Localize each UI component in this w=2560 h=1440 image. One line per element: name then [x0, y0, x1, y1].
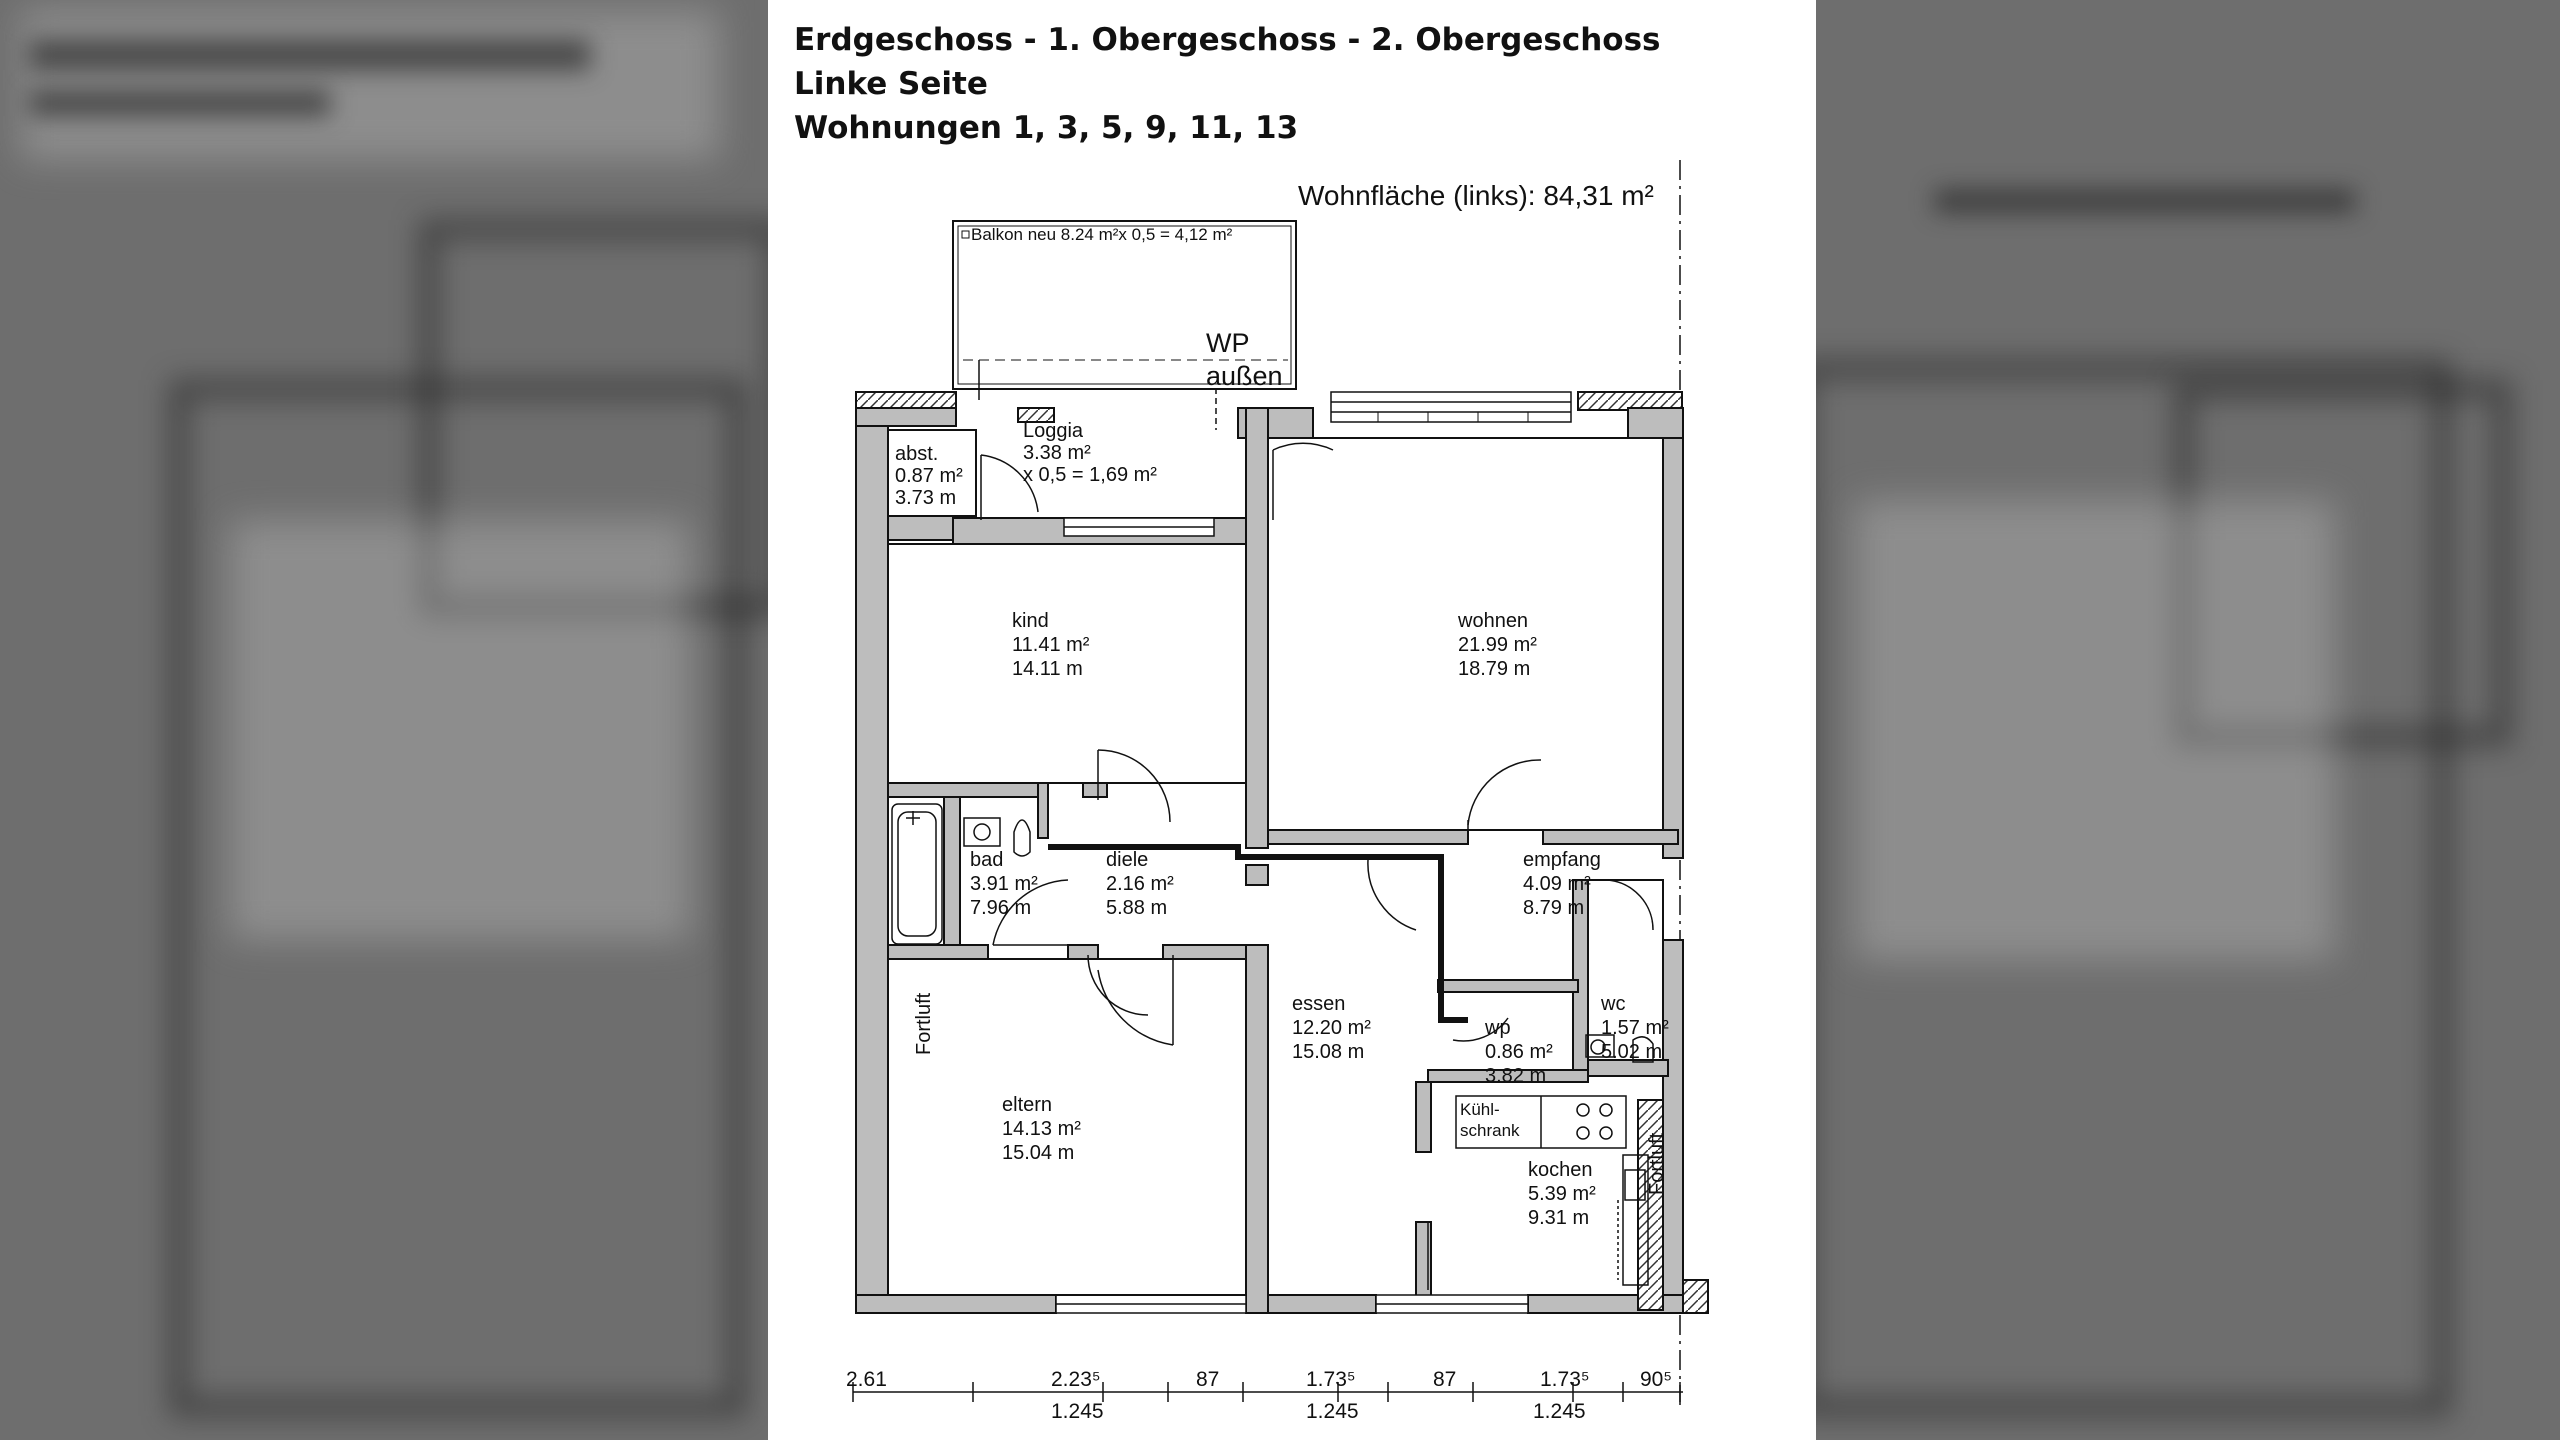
wp-perimeter: 3.82 m [1485, 1065, 1546, 1087]
fridge-label-1: Kühl- [1460, 1100, 1500, 1119]
plan-heading: Erdgeschoss - 1. Obergeschoss - 2. Oberg… [794, 18, 1661, 150]
eltern-name: eltern [1002, 1094, 1052, 1116]
abst-area: 0.87 m² [895, 465, 963, 487]
dimension-line [852, 1382, 1683, 1402]
wohnen-perimeter: 18.79 m [1458, 658, 1530, 680]
dim-bottom-1: 1.245 [1051, 1400, 1104, 1423]
doors [980, 442, 1654, 1290]
window-ticks [1377, 412, 1529, 422]
heading-floors: Erdgeschoss - 1. Obergeschoss - 2. Oberg… [794, 22, 1661, 58]
wc-area: 1.57 m² [1601, 1017, 1669, 1039]
kitchen-fixtures [1455, 1095, 1649, 1286]
kochen-perimeter: 9.31 m [1528, 1207, 1589, 1229]
vent-label-right: Fortluft [1646, 1132, 1668, 1195]
essen-perimeter: 15.08 m [1292, 1041, 1364, 1063]
bad-perimeter: 7.96 m [970, 897, 1031, 919]
balcony: Balkon neu 8.24 m²x 0,5 = 4,12 m² [952, 220, 1297, 390]
abst-name: abst. [895, 443, 938, 465]
blurred-background-left [0, 0, 790, 1440]
bad-name: bad [970, 849, 1003, 871]
wohnen-name: wohnen [1457, 610, 1528, 632]
empfang-perimeter: 8.79 m [1523, 897, 1584, 919]
loggia-area: 3.38 m² [1023, 442, 1091, 464]
essen-area: 12.20 m² [1292, 1017, 1371, 1039]
kochen-name: kochen [1528, 1159, 1593, 1181]
diele-name: diele [1106, 849, 1148, 871]
empfang-name: empfang [1523, 849, 1601, 871]
dim-top-2: 2.23⁵ [1051, 1368, 1101, 1391]
windows [1055, 391, 1572, 1314]
loggia-name: Loggia [1023, 420, 1084, 442]
balcony-label: Balkon neu 8.24 m²x 0,5 = 4,12 m² [971, 225, 1233, 244]
room-labels: Loggia 3.38 m² x 0,5 = 1,69 m² abst. 0.8… [895, 420, 1669, 1229]
blurred-background-right [1815, 0, 2560, 1440]
wp-outside-label-1: WP [1206, 328, 1250, 358]
dimension-labels: 2.61 2.23⁵ 87 1.73⁵ 87 1.73⁵ 90⁵ 1.245 1… [846, 1368, 1672, 1423]
dim-top-6: 1.73⁵ [1540, 1368, 1590, 1391]
dim-top-1: 2.61 [846, 1368, 887, 1391]
heading-apartments: Wohnungen 1, 3, 5, 9, 11, 13 [794, 110, 1299, 146]
abst-perimeter: 3.73 m [895, 487, 956, 509]
dim-bottom-2: 1.245 [1306, 1400, 1359, 1423]
wohnen-area: 21.99 m² [1458, 634, 1537, 656]
kochen-area: 5.39 m² [1528, 1183, 1596, 1205]
wc-perimeter: 5.02 m [1601, 1041, 1662, 1063]
living-area-label: Wohnfläche (links): 84,31 m² [1298, 180, 1654, 211]
dim-top-5: 87 [1433, 1368, 1456, 1391]
vent-label-left: Fortluft [913, 992, 935, 1055]
wp-area: 0.86 m² [1485, 1041, 1553, 1063]
bad-area: 3.91 m² [970, 873, 1038, 895]
eltern-area: 14.13 m² [1002, 1118, 1081, 1140]
dim-top-7: 90⁵ [1640, 1368, 1672, 1391]
room-outlines [887, 437, 1664, 1296]
heat-pump-pipe [1048, 844, 1468, 1023]
empfang-area: 4.09 m² [1523, 873, 1591, 895]
dim-top-3: 87 [1196, 1368, 1219, 1391]
wp-name: wp [1484, 1017, 1511, 1039]
kind-name: kind [1012, 610, 1049, 632]
bathroom-fixtures [891, 803, 1654, 1063]
eltern-perimeter: 15.04 m [1002, 1142, 1074, 1164]
diele-perimeter: 5.88 m [1106, 897, 1167, 919]
wp-outside-label-2: außen [1206, 361, 1283, 391]
kind-area: 11.41 m² [1012, 634, 1090, 656]
loggia-extra: x 0,5 = 1,69 m² [1023, 464, 1157, 486]
kind-perimeter: 14.11 m [1012, 658, 1083, 680]
heading-side: Linke Seite [794, 66, 988, 102]
floor-plan-drawing: Wohnfläche (links): 84,31 m² Balkon neu … [846, 160, 1709, 1423]
essen-name: essen [1292, 993, 1345, 1015]
dim-bottom-3: 1.245 [1533, 1400, 1586, 1423]
diele-area: 2.16 m² [1106, 873, 1174, 895]
fridge-label-2: schrank [1460, 1121, 1520, 1140]
floor-plan-page: Erdgeschoss - 1. Obergeschoss - 2. Oberg… [768, 0, 1816, 1440]
wc-name: wc [1600, 993, 1625, 1015]
dim-top-4: 1.73⁵ [1306, 1368, 1356, 1391]
